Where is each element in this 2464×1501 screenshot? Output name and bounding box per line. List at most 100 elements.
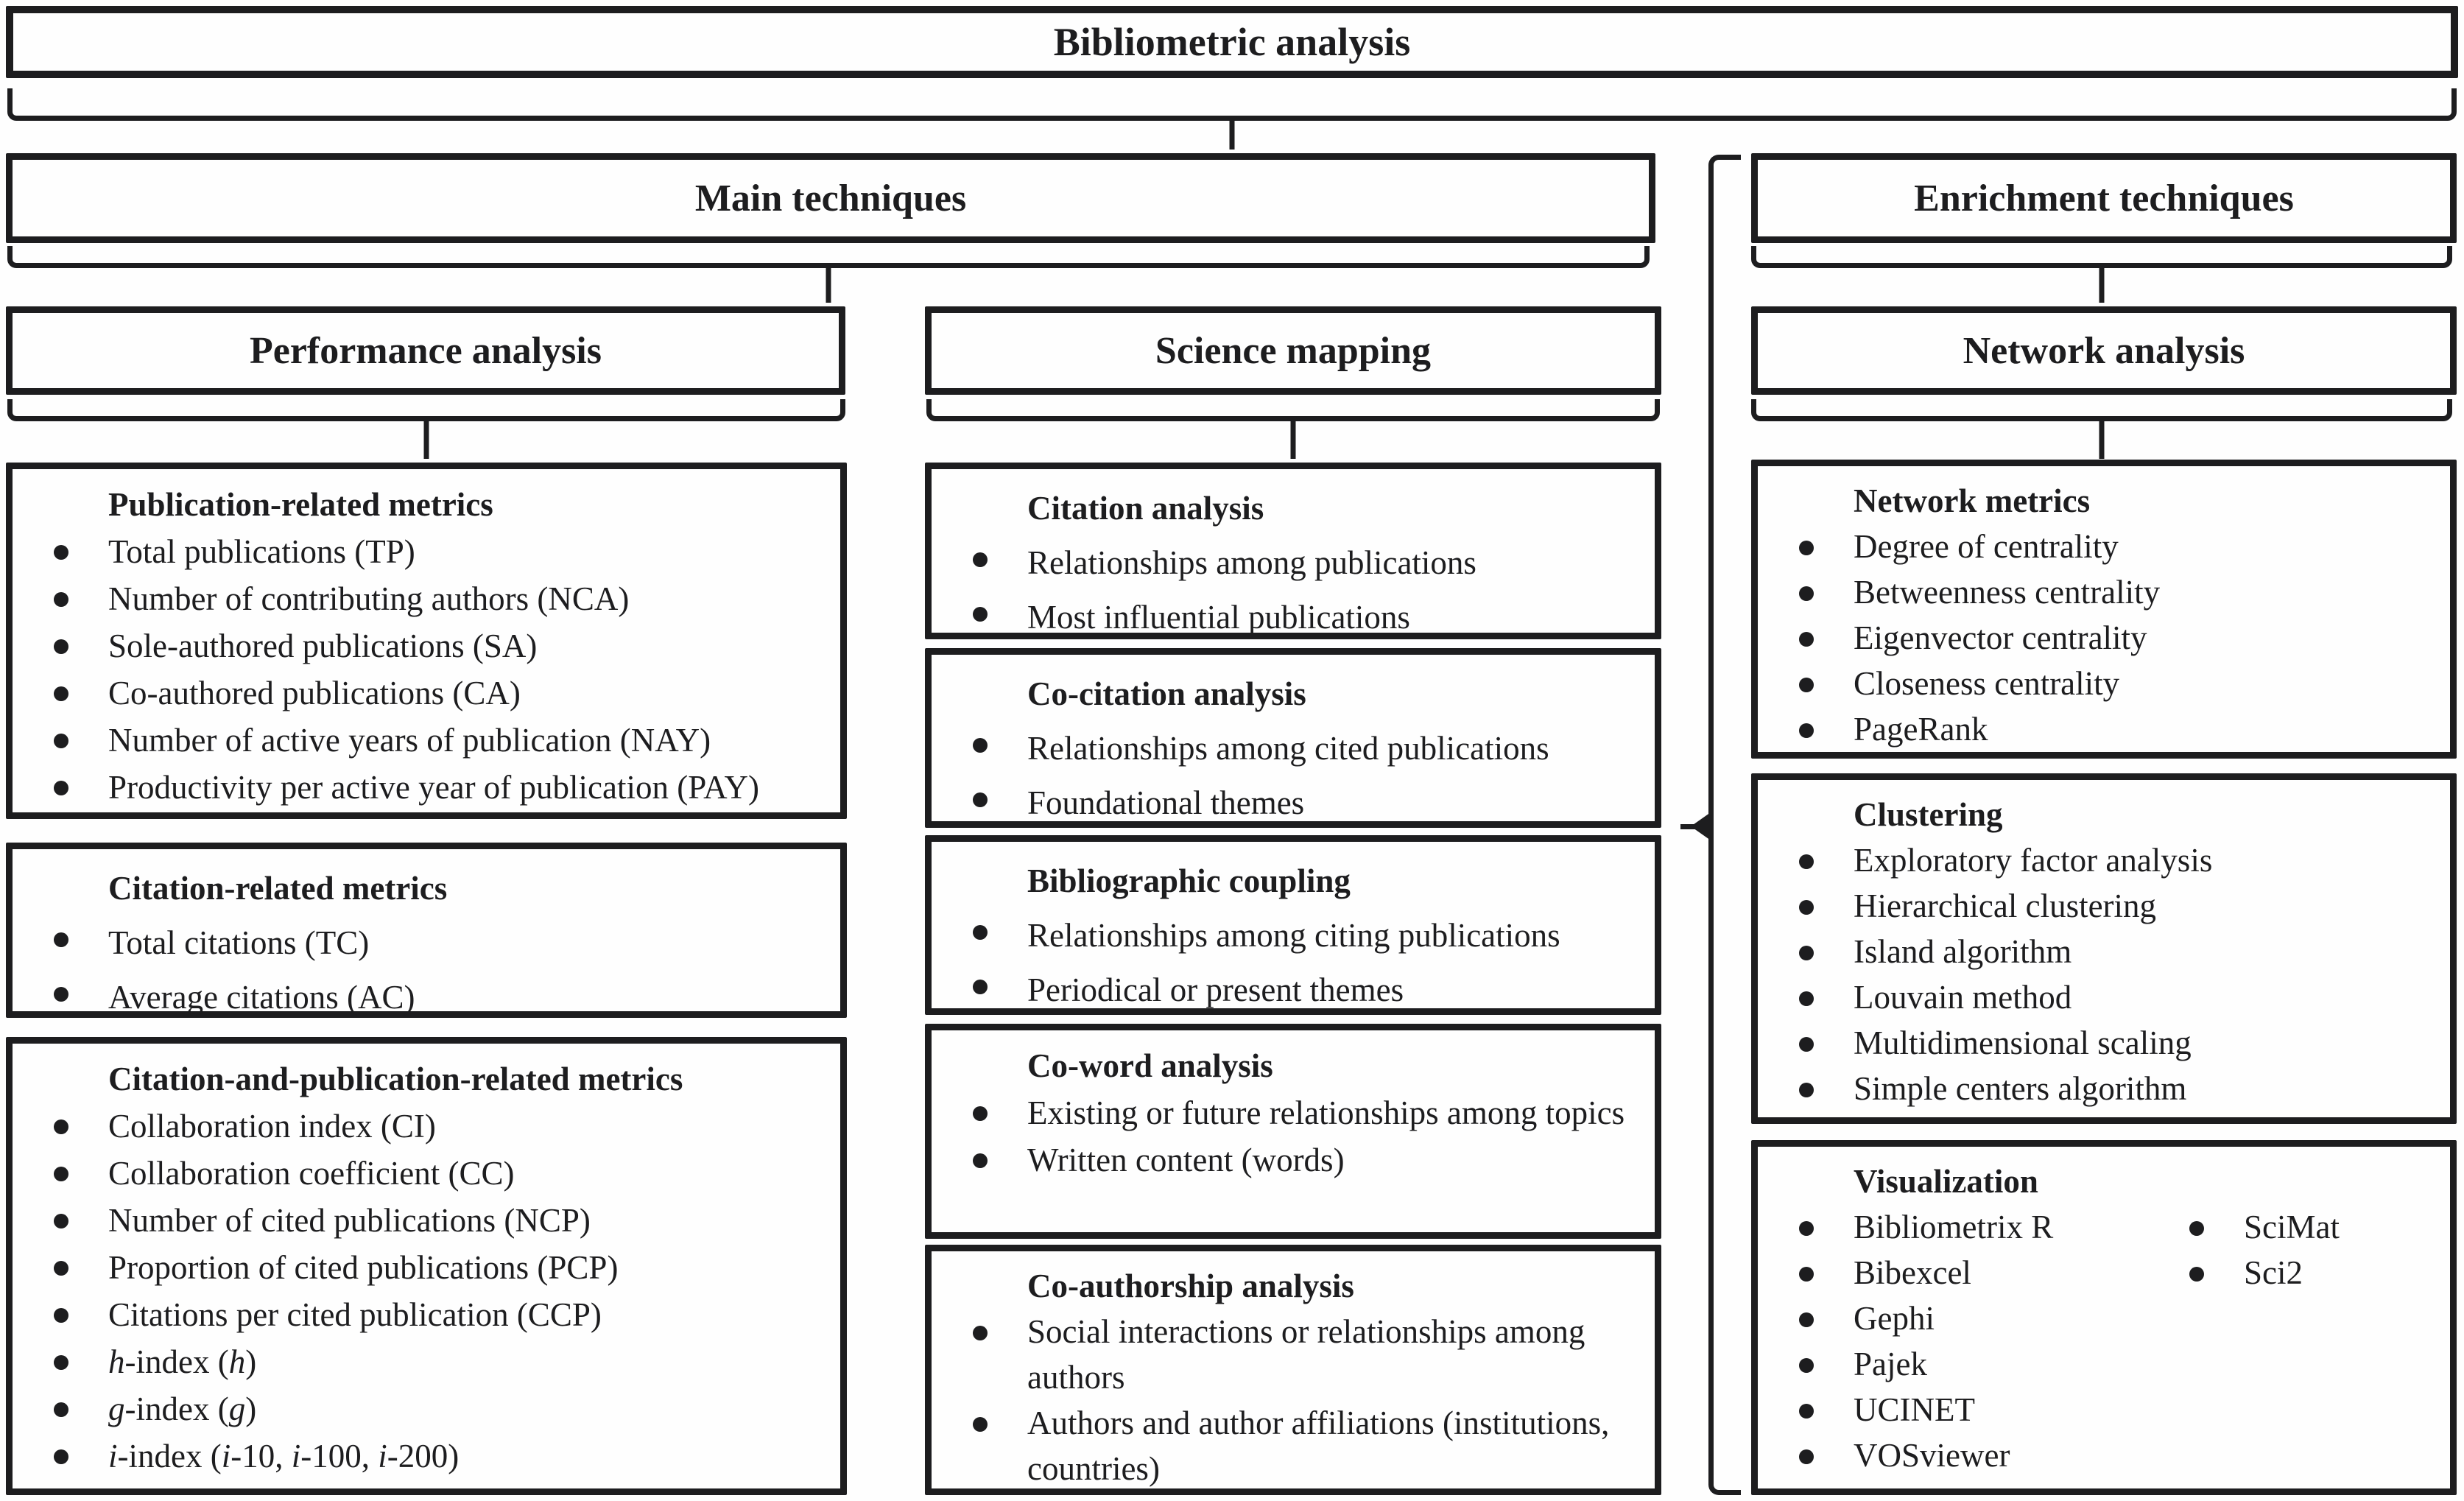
main-techniques-label: Main techniques: [694, 177, 967, 219]
list-item: g-index (g): [54, 1385, 823, 1433]
box-title: Citation-related metrics: [108, 870, 448, 907]
box-title: Co-authorship analysis: [1027, 1268, 1354, 1304]
list-item: Louvain method: [1799, 974, 2432, 1020]
performance-analysis-box: Performance analysis: [6, 306, 845, 395]
metric-list: Collaboration index (CI) Collaboration c…: [13, 1103, 840, 1480]
list-item: Collaboration coefficient (CC): [54, 1150, 823, 1197]
bibliographic-coupling-box: Bibliographic coupling Relationships amo…: [925, 835, 1661, 1015]
list-item: Periodical or present themes: [973, 963, 1637, 1017]
item-list: Relationships among publications Most in…: [932, 535, 1655, 644]
box-title: Citation analysis: [1027, 490, 1264, 527]
item-list: Social interactions or relationships amo…: [932, 1309, 1655, 1491]
co-word-analysis-box: Co-word analysis Existing or future rela…: [925, 1024, 1661, 1239]
performance-analysis-label: Performance analysis: [249, 329, 602, 372]
bracket-under-root: [7, 88, 2457, 150]
item-list: Degree of centrality Betweenness central…: [1758, 524, 2450, 752]
metric-list: Total publications (TP) Number of contri…: [13, 528, 840, 811]
box-title: Co-citation analysis: [1027, 675, 1306, 712]
list-item: Relationships among citing publications: [973, 908, 1637, 963]
enrichment-techniques-box: Enrichment techniques: [1751, 153, 2457, 243]
bracket-under-main: [7, 246, 1650, 303]
list-item: Collaboration index (CI): [54, 1103, 823, 1150]
list-item: UCINET: [1799, 1387, 2244, 1433]
box-title: Co-word analysis: [1027, 1047, 1273, 1084]
list-item: Productivity per active year of publicat…: [54, 764, 823, 811]
list-item: Sci2: [2189, 1250, 2432, 1296]
bracket-tick: [2099, 416, 2105, 459]
item-list: Relationships among citing publications …: [932, 908, 1655, 1017]
list-item: Betweenness centrality: [1799, 569, 2432, 615]
list-item: Hierarchical clustering: [1799, 883, 2432, 929]
citation-analysis-box: Citation analysis Relationships among pu…: [925, 463, 1661, 639]
citation-related-metrics-box: Citation-related metrics Total citations…: [6, 843, 847, 1018]
citation-and-publication-related-metrics-box: Citation-and-publication-related metrics…: [6, 1037, 847, 1495]
list-item: Social interactions or relationships amo…: [973, 1309, 1637, 1400]
list-item: Citations per cited publication (CCP): [54, 1291, 823, 1338]
list-item: Gephi: [1799, 1296, 2244, 1341]
list-item: Authors and author affiliations (institu…: [973, 1400, 1637, 1491]
list-item: Bibexcel: [1799, 1250, 2244, 1296]
list-item: Sole-authored publications (SA): [54, 622, 823, 669]
bracket-under-network: [1751, 399, 2452, 459]
list-item: Relationships among cited publications: [973, 721, 1637, 776]
bracket-tick: [1290, 416, 1296, 459]
clustering-box: Clustering Exploratory factor analysis H…: [1751, 773, 2457, 1124]
list-item: Proportion of cited publications (PCP): [54, 1244, 823, 1291]
enrichment-scope-bracket-arrow-icon: [1691, 812, 1711, 840]
bracket-under-science: [926, 399, 1660, 459]
bracket-under-performance: [7, 399, 845, 459]
item-list: Relationships among cited publications F…: [932, 721, 1655, 830]
list-item: Existing or future relationships among t…: [973, 1089, 1637, 1136]
box-title: Publication-related metrics: [108, 486, 493, 523]
bracket-under-enrichment: [1751, 246, 2452, 303]
network-analysis-box: Network analysis: [1751, 306, 2457, 395]
list-item: Average citations (AC): [54, 970, 823, 1024]
list-item: Exploratory factor analysis: [1799, 837, 2432, 883]
list-item: Degree of centrality: [1799, 524, 2432, 569]
list-item: Number of contributing authors (NCA): [54, 575, 823, 622]
list-item: PageRank: [1799, 706, 2432, 752]
enrichment-techniques-label: Enrichment techniques: [1914, 177, 2294, 219]
list-item: Total citations (TC): [54, 915, 823, 970]
list-item: Number of cited publications (NCP): [54, 1197, 823, 1244]
main-techniques-box: Main techniques: [6, 153, 1655, 243]
enrichment-scope-bracket: [1708, 155, 1741, 1495]
tool-list-right: SciMat Sci2: [2189, 1204, 2432, 1478]
root-title-box: Bibliometric analysis: [6, 6, 2458, 78]
list-item: Relationships among publications: [973, 535, 1637, 590]
bracket-tick: [1229, 116, 1235, 150]
network-metrics-box: Network metrics Degree of centrality Bet…: [1751, 460, 2457, 759]
visualization-box: Visualization Bibliometrix R Bibexcel Ge…: [1751, 1140, 2457, 1495]
list-item: h-index (h): [54, 1338, 823, 1385]
list-item: Bibliometrix R: [1799, 1204, 2244, 1250]
list-item: Most influential publications: [973, 590, 1637, 644]
list-item: Simple centers algorithm: [1799, 1066, 2432, 1111]
tool-list-left: Bibliometrix R Bibexcel Gephi Pajek UCIN…: [1799, 1204, 2244, 1478]
science-mapping-box: Science mapping: [925, 306, 1661, 395]
box-title: Network metrics: [1854, 482, 2091, 519]
box-title: Bibliographic coupling: [1027, 862, 1351, 899]
list-item: Closeness centrality: [1799, 661, 2432, 706]
list-item: Total publications (TP): [54, 528, 823, 575]
bracket-tick: [2099, 263, 2105, 303]
co-citation-analysis-box: Co-citation analysis Relationships among…: [925, 648, 1661, 828]
science-mapping-label: Science mapping: [1155, 329, 1432, 372]
metric-list: Total citations (TC) Average citations (…: [13, 915, 840, 1024]
visualization-columns: Bibliometrix R Bibexcel Gephi Pajek UCIN…: [1758, 1204, 2450, 1478]
box-title: Citation-and-publication-related metrics: [108, 1061, 683, 1097]
list-item: i-index (i-10, i-100, i-200): [54, 1433, 823, 1480]
list-item: Multidimensional scaling: [1799, 1020, 2432, 1066]
box-title: Visualization: [1854, 1163, 2038, 1200]
publication-related-metrics-box: Publication-related metrics Total public…: [6, 463, 847, 819]
list-item: Foundational themes: [973, 776, 1637, 830]
item-list: Existing or future relationships among t…: [932, 1089, 1655, 1184]
bracket-tick: [423, 416, 429, 459]
list-item: Eigenvector centrality: [1799, 615, 2432, 661]
root-title: Bibliometric analysis: [1053, 20, 1411, 64]
list-item: Co-authored publications (CA): [54, 669, 823, 717]
item-list: Exploratory factor analysis Hierarchical…: [1758, 837, 2450, 1111]
list-item: SciMat: [2189, 1204, 2432, 1250]
co-authorship-analysis-box: Co-authorship analysis Social interactio…: [925, 1245, 1661, 1495]
bracket-tick: [826, 263, 831, 303]
